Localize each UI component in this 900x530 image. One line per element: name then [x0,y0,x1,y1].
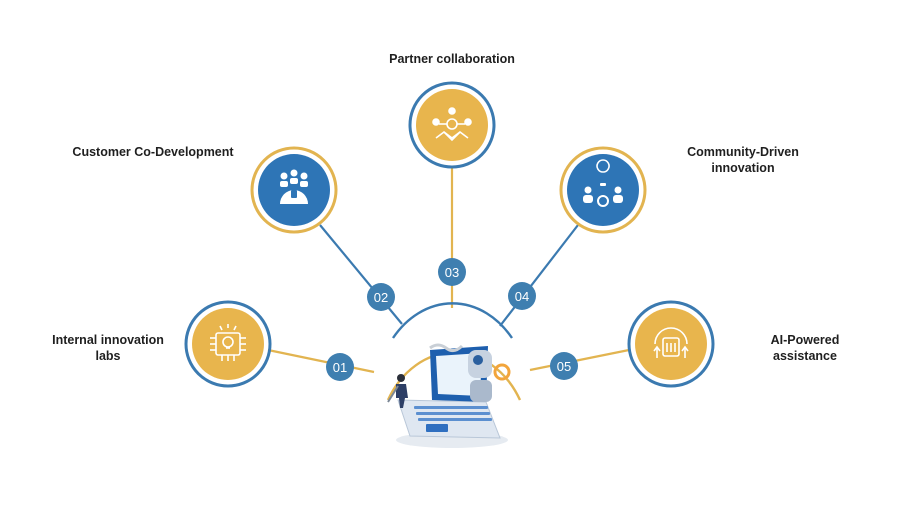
ai-gear-icon [653,327,689,358]
label-internal-innovation-labs: Internal innovation labs [38,333,178,364]
badge-02-number: 02 [374,290,388,305]
laptop-robot-illustration [387,343,511,448]
center-arc-blue [392,302,513,339]
label-01-line-1: Internal innovation [52,333,164,347]
handshake-network-icon [432,107,472,142]
label-ai-powered-assistance: AI-Powered assistance [745,333,865,364]
node-03 [408,81,496,169]
node-01 [184,300,272,388]
label-customer-co-development: Customer Co-Development [58,145,248,161]
connector-04 [499,224,579,327]
badge-01-number: 01 [333,360,347,375]
person-figure [387,374,408,408]
connector-01 [267,348,375,374]
label-03-line-1: Partner collaboration [389,52,515,66]
robot [468,350,492,402]
connector-05 [529,348,630,372]
label-05-line-1: AI-Powered [770,333,840,347]
badge-01: 01 [326,353,354,381]
badge-04-number: 04 [515,289,529,304]
badge-03: 03 [438,258,466,286]
people-gear-icon [280,169,308,204]
label-02-line-1: Customer Co-Development [72,145,234,159]
badge-02: 02 [367,283,395,311]
badge-05: 05 [550,352,578,380]
label-04-line-2: innovation [711,160,775,175]
badge-04: 04 [508,282,536,310]
node-04 [559,146,647,234]
label-01-line-2: labs [95,348,121,363]
label-04-line-1: Community-Driven [687,145,799,159]
chip-lightbulb-icon [210,324,246,361]
label-community-driven-innovation: Community-Driven innovation [668,145,818,176]
node-05 [627,300,715,388]
community-idea-icon [583,159,623,207]
number-badges: 01 02 03 04 05 [326,258,578,381]
label-05-line-2: assistance [773,348,837,363]
badge-05-number: 05 [557,359,571,374]
connector-02 [319,224,403,325]
label-partner-collaboration: Partner collaboration [362,52,542,68]
node-02 [250,146,338,234]
badge-03-number: 03 [445,265,459,280]
